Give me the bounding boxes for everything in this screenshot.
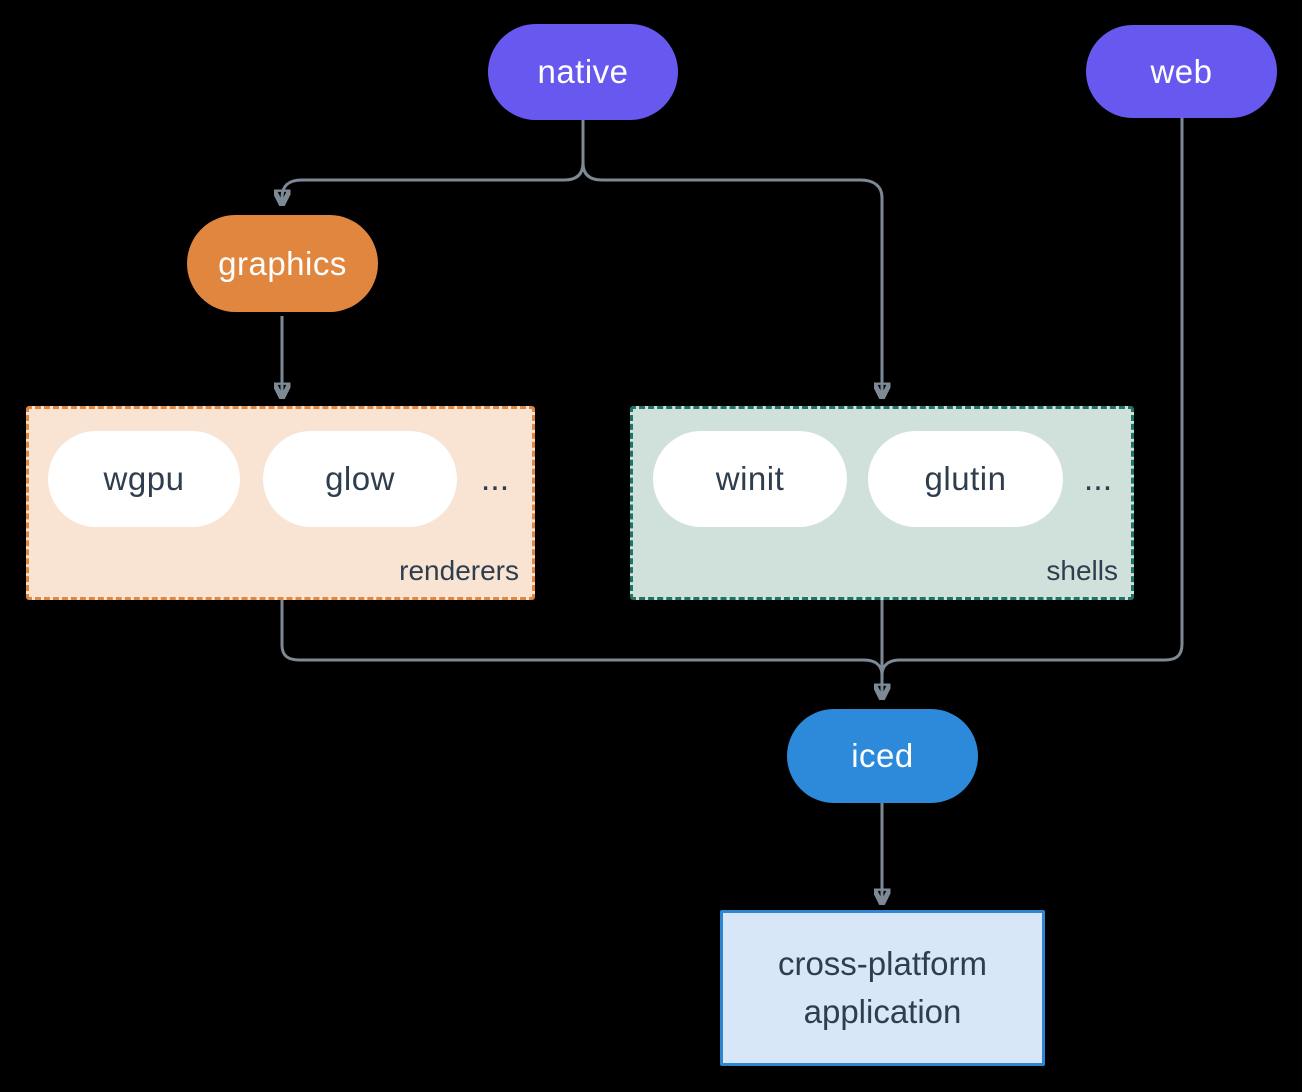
renderers-ellipsis: ... xyxy=(480,459,510,498)
node-iced[interactable]: iced xyxy=(787,709,978,803)
edge-web-to-iced xyxy=(880,118,1184,676)
renderers-group-label: renderers xyxy=(399,555,519,586)
node-glow[interactable]: glow xyxy=(263,431,457,527)
node-glutin[interactable]: glutin xyxy=(868,431,1063,527)
node-winit[interactable]: winit xyxy=(653,431,847,527)
node-native[interactable]: native xyxy=(488,24,678,120)
application-label-line2: application xyxy=(803,993,962,1030)
edge-renderers-to-iced xyxy=(280,600,884,676)
node-cross-platform-application[interactable]: cross-platform application xyxy=(720,910,1045,1066)
edge-native-to-shells xyxy=(581,120,882,394)
node-wgpu[interactable]: wgpu xyxy=(48,431,240,527)
shells-group-label: shells xyxy=(1046,555,1118,586)
group-renderers: wgpu glow ... renderers xyxy=(26,406,535,600)
group-shells: winit glutin ... shells xyxy=(630,406,1134,600)
node-graphics[interactable]: graphics xyxy=(187,215,378,312)
edge-native-to-graphics xyxy=(282,120,585,201)
node-web[interactable]: web xyxy=(1086,25,1277,118)
shells-ellipsis: ... xyxy=(1083,459,1113,498)
application-label-line1: cross-platform xyxy=(777,945,988,982)
